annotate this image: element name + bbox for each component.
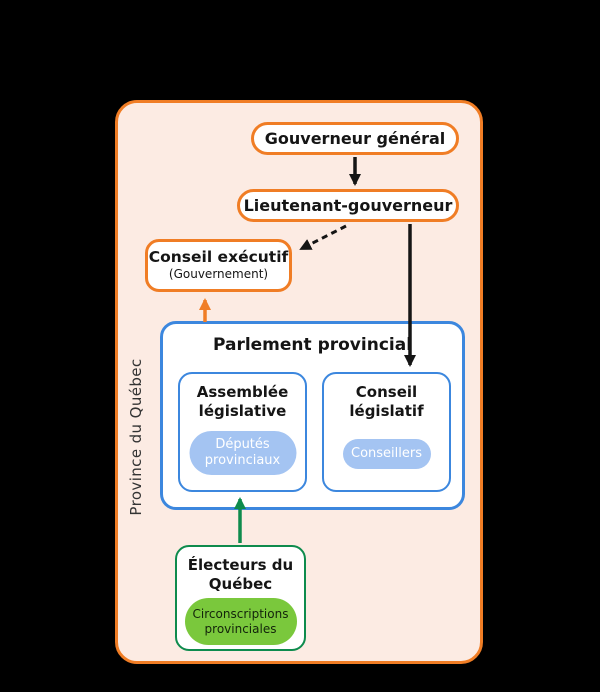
conseil-executif-label: Conseil exécutif <box>148 248 289 267</box>
node-gouverneur-general: Gouverneur général <box>251 122 459 155</box>
badge-deputes-provinciaux: Députés provinciaux <box>189 431 296 475</box>
badge-circonscriptions-provinciales: Circonscriptions provinciales <box>184 598 297 645</box>
node-conseil-executif: Conseil exécutif (Gouvernement) <box>145 239 292 292</box>
conseil-executif-sublabel: (Gouvernement) <box>168 267 269 282</box>
badge-conseillers: Conseillers <box>342 439 431 469</box>
node-conseil-legislatif: Conseil législatif Conseillers <box>322 372 451 492</box>
conseil-legislatif-label: Conseil législatif <box>349 383 424 420</box>
node-assemblee-legislative: Assemblée législative Députés provinciau… <box>178 372 307 492</box>
parlement-provincial-label: Parlement provincial <box>212 335 413 355</box>
node-electeurs-du-quebec: Électeurs du Québec Circonscriptions pro… <box>175 545 306 651</box>
electeurs-label: Électeurs du Québec <box>187 556 294 593</box>
assemblee-legislative-label: Assemblée législative <box>196 383 289 420</box>
node-lieutenant-gouverneur: Lieutenant-gouverneur <box>237 189 459 222</box>
province-label: Province du Québec <box>127 358 145 516</box>
